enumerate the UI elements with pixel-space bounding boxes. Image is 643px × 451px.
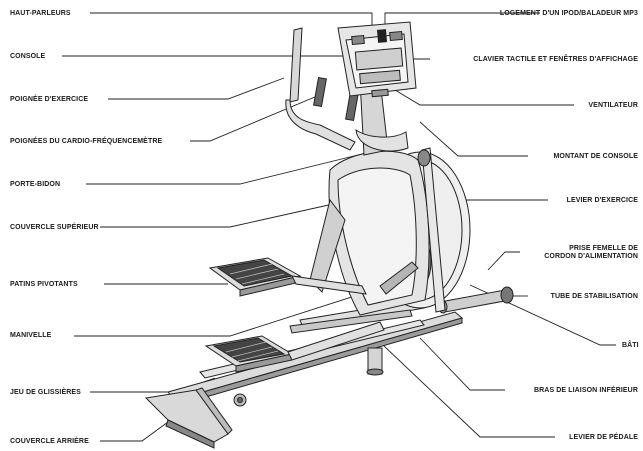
label-tube-stabilisation: TUBE DE STABILISATION bbox=[550, 293, 638, 300]
label-couvercle-arriere: COUVERCLE ARRIÈRE bbox=[10, 438, 89, 445]
label-couvercle-superieur: COUVERCLE SUPÉRIEUR bbox=[10, 224, 99, 231]
stabilizer-tube bbox=[439, 289, 511, 313]
pedals bbox=[204, 257, 419, 373]
label-console: CONSOLE bbox=[10, 53, 46, 60]
fan bbox=[371, 88, 389, 98]
label-poignees-cardio: POIGNÉES DU CARDIO-FRÉQUENCEMÈTRE bbox=[10, 138, 163, 145]
upper-cover bbox=[309, 150, 430, 316]
bottle-holder bbox=[355, 128, 409, 152]
crank bbox=[379, 261, 419, 295]
leader-porte-bidon bbox=[86, 151, 371, 185]
leader-couvercle-arriere bbox=[100, 421, 169, 442]
leader-montant bbox=[419, 121, 528, 157]
console-unit bbox=[337, 21, 417, 98]
leader-bras bbox=[419, 337, 505, 391]
label-montant-console: MONTANT DE CONSOLE bbox=[553, 153, 638, 160]
label-ventilateur: VENTILATEUR bbox=[588, 102, 638, 109]
pedal-lever bbox=[291, 275, 367, 295]
label-prise-femelle-line2: CORDON D'ALIMENTATION bbox=[544, 253, 638, 260]
label-clavier-tactile: CLAVIER TACTILE ET FENÊTRES D'AFFICHAGE bbox=[473, 56, 638, 63]
leader-manivelle bbox=[74, 285, 387, 337]
ipod-slot bbox=[376, 29, 388, 43]
leader-ventilateur bbox=[394, 89, 574, 106]
label-levier-pedale: LEVIER DE PÉDALE bbox=[569, 434, 638, 441]
label-haut-parleurs: HAUT-PARLEURS bbox=[10, 10, 71, 17]
label-levier-exercice: LEVIER D'EXERCICE bbox=[566, 197, 638, 204]
display-window bbox=[354, 47, 404, 71]
label-patins-pivotants: PATINS PIVOTANTS bbox=[10, 281, 78, 288]
leader-haut-parleurs bbox=[90, 12, 373, 30]
label-prise-femelle-line1: PRISE FEMELLE DE bbox=[569, 245, 638, 252]
exercise-handle bbox=[289, 27, 303, 103]
label-jeu-glissieres: JEU DE GLISSIÈRES bbox=[10, 389, 81, 396]
label-bati: BÂTI bbox=[622, 342, 639, 349]
label-manivelle: MANIVELLE bbox=[10, 332, 52, 339]
leader-pedale bbox=[364, 327, 555, 438]
leader-bati bbox=[469, 284, 616, 346]
leader-prise bbox=[487, 251, 520, 271]
speaker-left bbox=[351, 34, 365, 46]
rear-cover bbox=[144, 389, 229, 443]
label-porte-bidon: PORTE-BIDON bbox=[10, 181, 61, 188]
label-prise-femelle: PRISE FEMELLE DE CORDON D'ALIMENTATION bbox=[544, 245, 638, 261]
exercise-arms bbox=[285, 27, 446, 313]
label-bras-liaison: BRAS DE LIAISON INFÉRIEUR bbox=[533, 387, 638, 394]
base-frame bbox=[144, 286, 514, 449]
pulse-grip-left bbox=[313, 76, 327, 108]
leader-poignees-cardio bbox=[190, 93, 323, 142]
label-poignee-exercice: POIGNÉE D'EXERCICE bbox=[10, 96, 89, 103]
speaker-right bbox=[389, 30, 403, 42]
label-logement-ipod: LOGEMENT D'UN IPOD/BALADEUR MP3 bbox=[499, 10, 638, 17]
leader-couvercle-superieur bbox=[100, 197, 361, 228]
leader-poignee-exercice bbox=[108, 77, 285, 100]
exercise-lever bbox=[421, 147, 446, 313]
